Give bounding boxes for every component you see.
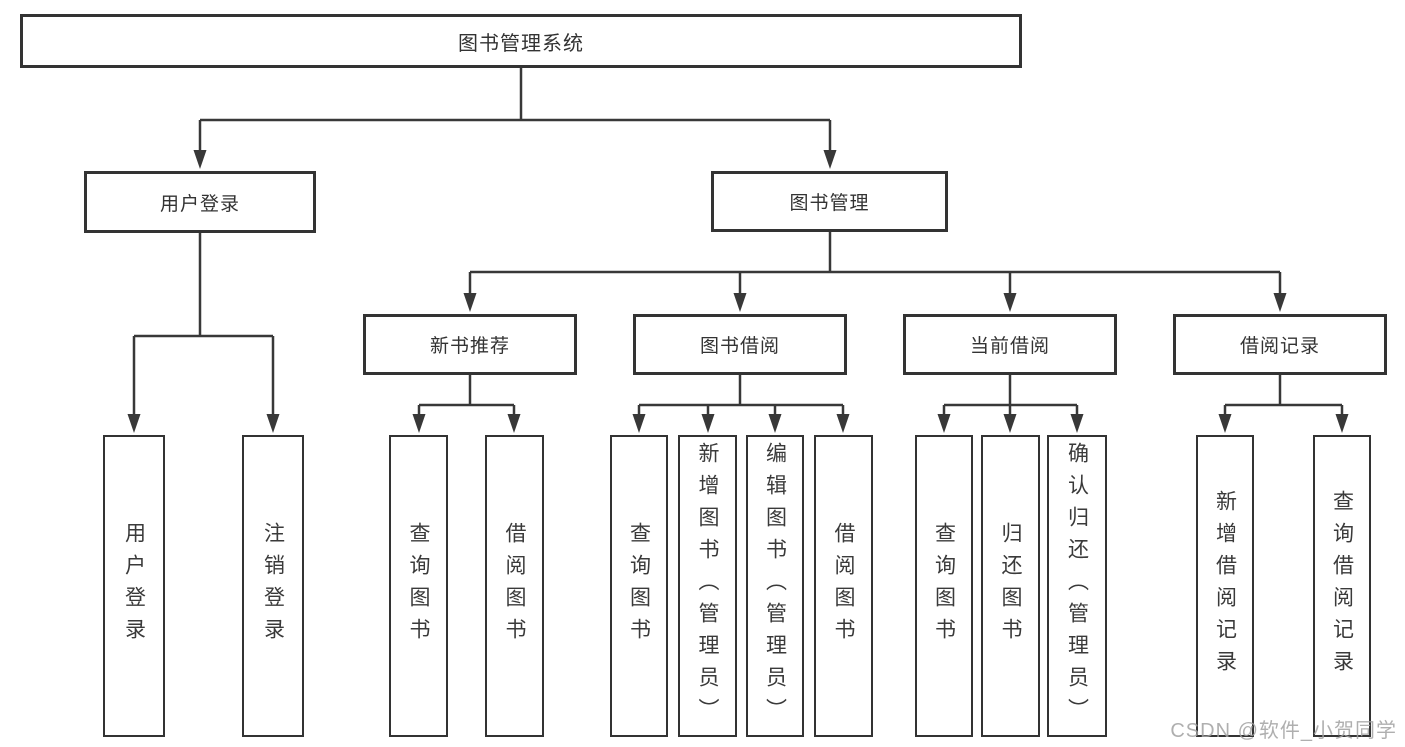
node-root-library-system: 图书管理系统	[20, 14, 1022, 68]
node-label: 图书管理	[789, 193, 870, 214]
arrow-down-icon	[412, 414, 426, 433]
arrow-down-icon	[127, 414, 141, 433]
arrow-down-icon	[266, 414, 280, 433]
arrow-down-icon	[632, 414, 646, 433]
leaf-label: 注销登录	[261, 522, 285, 650]
leaf-label: 查询借阅记录	[1330, 490, 1354, 682]
leaf-borrow-books-1: 借阅图书	[485, 435, 544, 737]
arrow-down-icon	[193, 150, 207, 169]
leaf-label: 新增借阅记录	[1213, 490, 1237, 682]
leaf-label: 归还图书	[999, 522, 1022, 650]
leaf-label: 查询图书	[407, 522, 430, 650]
leaf-label: 查询图书	[932, 522, 956, 650]
node-borrowing-records: 借阅记录	[1173, 314, 1387, 375]
node-label: 用户登录	[159, 193, 240, 215]
leaf-label: 借阅图书	[832, 522, 855, 650]
leaf-label: 借阅图书	[503, 522, 526, 650]
arrow-down-icon	[836, 414, 850, 433]
leaf-confirm-return-admin: 确认归还（管理员）	[1047, 435, 1107, 737]
leaf-edit-books-admin: 编辑图书（管理员）	[746, 435, 804, 737]
node-label: 借阅记录	[1239, 336, 1320, 357]
arrow-down-icon	[937, 414, 951, 433]
leaf-query-books-3: 查询图书	[915, 435, 973, 737]
arrow-down-icon	[1003, 293, 1017, 312]
arrow-down-icon	[733, 293, 747, 312]
arrow-down-icon	[463, 293, 477, 312]
arrow-down-icon	[701, 414, 715, 433]
leaf-label: 编辑图书（管理员）	[763, 442, 787, 730]
node-user-login: 用户登录	[84, 171, 316, 233]
arrow-down-icon	[1218, 414, 1232, 433]
leaf-query-borrow-record: 查询借阅记录	[1313, 435, 1371, 737]
arrow-down-icon	[823, 150, 837, 169]
leaf-return-books: 归还图书	[981, 435, 1040, 737]
leaf-query-books-1: 查询图书	[389, 435, 448, 737]
node-current-borrowing: 当前借阅	[903, 314, 1117, 375]
node-label: 新书推荐	[429, 336, 510, 357]
leaf-label: 用户登录	[122, 522, 146, 650]
leaf-logout: 注销登录	[242, 435, 304, 737]
node-book-borrowing: 图书借阅	[633, 314, 847, 375]
leaf-add-books-admin: 新增图书（管理员）	[678, 435, 737, 737]
leaf-label: 确认归还（管理员）	[1065, 442, 1089, 730]
leaf-user-login: 用户登录	[103, 435, 165, 737]
arrow-down-icon	[1070, 414, 1084, 433]
arrow-down-icon	[1335, 414, 1349, 433]
leaf-label: 新增图书（管理员）	[696, 442, 719, 730]
leaf-query-books-2: 查询图书	[610, 435, 668, 737]
node-book-management: 图书管理	[711, 171, 948, 232]
arrow-down-icon	[1003, 414, 1017, 433]
node-label: 图书管理系统	[458, 32, 584, 55]
leaf-label: 查询图书	[627, 522, 651, 650]
leaf-add-borrow-record: 新增借阅记录	[1196, 435, 1254, 737]
arrow-down-icon	[768, 414, 782, 433]
node-label: 当前借阅	[969, 336, 1050, 357]
arrow-down-icon	[507, 414, 521, 433]
node-new-book-recommend: 新书推荐	[363, 314, 577, 375]
csdn-watermark: CSDN @软件_小贺同学	[1170, 720, 1397, 742]
arrow-down-icon	[1273, 293, 1287, 312]
leaf-borrow-books-2: 借阅图书	[814, 435, 873, 737]
node-label: 图书借阅	[699, 336, 780, 357]
